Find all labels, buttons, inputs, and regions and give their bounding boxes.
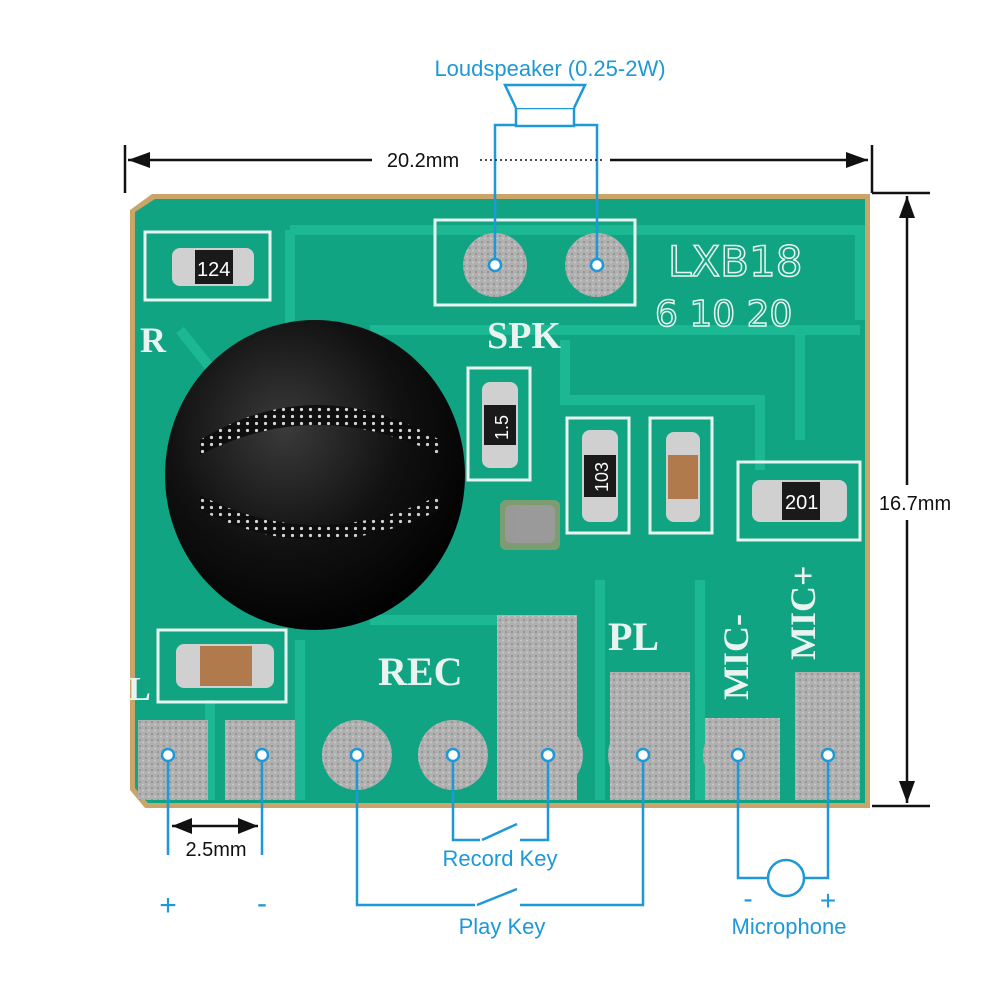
silk-rec: REC (378, 649, 462, 694)
power-minus-label: - (257, 887, 267, 920)
speaker-icon (503, 83, 587, 128)
pin-markers (160, 257, 836, 763)
dimension-lines (123, 145, 930, 834)
silk-spk: SPK (487, 315, 561, 357)
silk-l: L (128, 671, 151, 708)
power-plus-label: + (159, 889, 177, 922)
board-model: LXB18 (668, 237, 802, 286)
smd-components (172, 248, 847, 688)
microphone-label: Microphone (732, 914, 847, 939)
code-201: 201 (785, 492, 818, 514)
annotation-text: Loudspeaker (0.25-2W) Record Key Play Ke… (159, 56, 846, 939)
width-dimension: 20.2mm (387, 150, 459, 172)
board-variants: 6 10 20 (655, 294, 792, 335)
height-dimension: 16.7mm (879, 493, 951, 515)
test-pad (515, 505, 555, 540)
silk-mic-minus: MIC- (716, 614, 756, 700)
microphone-icon (766, 858, 806, 898)
silk-pl: PL (608, 614, 659, 659)
play-key-label: Play Key (459, 914, 546, 939)
mic-minus-label: - (743, 883, 752, 914)
code-124: 124 (197, 259, 230, 281)
silk-mic-plus: MIC+ (783, 566, 823, 661)
silk-r: R (140, 320, 167, 360)
silk-outlines (143, 218, 862, 704)
dimension-text: 20.2mm 16.7mm 2.5mm (185, 150, 951, 861)
speaker-label: Loudspeaker (0.25-2W) (434, 56, 665, 81)
pcb-board (130, 194, 870, 808)
cob-chip (165, 320, 465, 630)
mic-plus-label: + (820, 885, 836, 916)
component-codes: 124 1.5 103 201 (197, 259, 818, 514)
code-r2: 103 (592, 462, 612, 492)
record-key-label: Record Key (443, 846, 558, 871)
pitch-dimension: 2.5mm (185, 839, 246, 861)
pcb-traces (176, 225, 865, 800)
code-r1: 1.5 (492, 415, 512, 440)
silk-text: SPK R REC PL L MIC- MIC+ LXB18 6 10 20 (128, 236, 823, 708)
